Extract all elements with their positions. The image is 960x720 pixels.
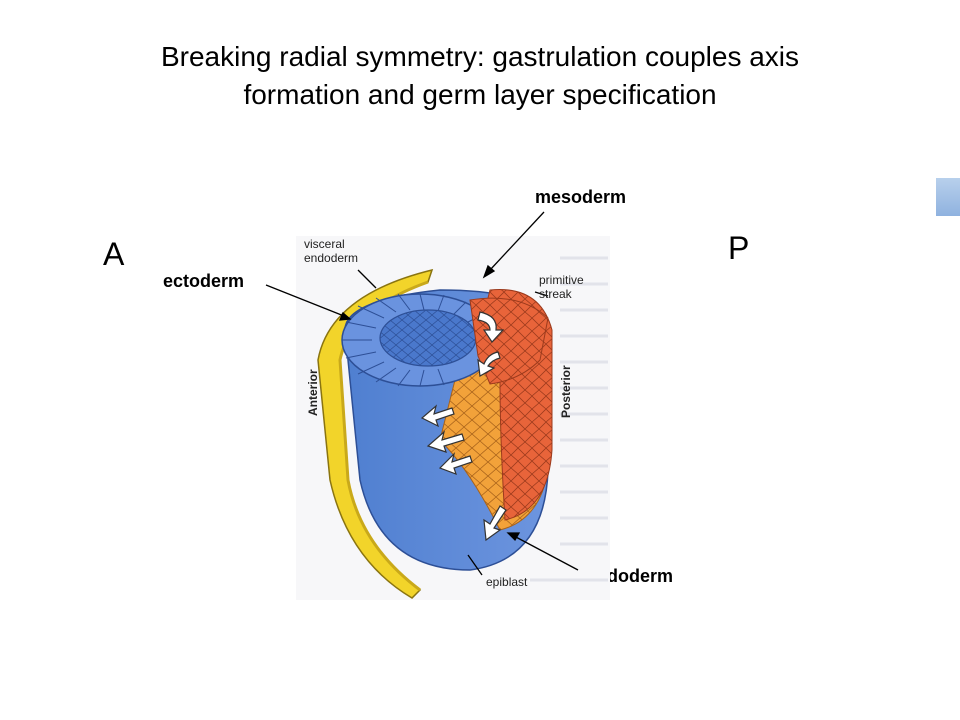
visceral-endoderm-label-line-2: endoderm bbox=[304, 251, 358, 265]
mesoderm-label: mesoderm bbox=[535, 187, 627, 207]
anterior-axis-label: A bbox=[103, 236, 125, 272]
primitive-streak-label-line-1: primitive bbox=[539, 273, 584, 287]
migration-arrow bbox=[483, 505, 507, 542]
migration-arrow bbox=[426, 430, 465, 453]
title-line-1: Breaking radial symmetry: gastrulation c… bbox=[160, 41, 800, 72]
anterior-figure-label: Anterior bbox=[306, 369, 320, 416]
posterior-axis-label: P bbox=[728, 230, 750, 266]
rim-cell-divisions bbox=[342, 293, 485, 387]
mesoderm-leader-line bbox=[489, 211, 545, 271]
epiblast-label: epiblast bbox=[486, 575, 528, 589]
endoderm-leader-line bbox=[513, 535, 579, 571]
posterior-figure-label: Posterior bbox=[559, 365, 573, 418]
title-line-2: formation and germ layer specification bbox=[243, 79, 717, 110]
migration-arrow bbox=[477, 351, 501, 377]
partial-thumbnail bbox=[936, 178, 960, 216]
visceral-endoderm-leader bbox=[357, 269, 377, 289]
primitive-streak-leader bbox=[534, 291, 549, 297]
epiblast-cavity bbox=[379, 309, 477, 367]
migration-arrow bbox=[477, 311, 505, 343]
background-text-lines bbox=[530, 256, 608, 582]
migration-arrow bbox=[420, 404, 455, 428]
primitive-streak-label-line-2: streak bbox=[539, 287, 573, 301]
callout-leader-lines bbox=[265, 211, 579, 576]
ectoderm-leader-line bbox=[265, 284, 345, 317]
slide-title: Breaking radial symmetry: gastrulation c… bbox=[0, 38, 960, 114]
epiblast-leader bbox=[467, 554, 483, 576]
cell-migration-arrows bbox=[420, 311, 507, 542]
ectoderm-label: ectoderm bbox=[163, 271, 245, 291]
migration-arrow bbox=[438, 452, 473, 476]
visceral-endoderm-label-line-1: visceral bbox=[304, 237, 345, 251]
